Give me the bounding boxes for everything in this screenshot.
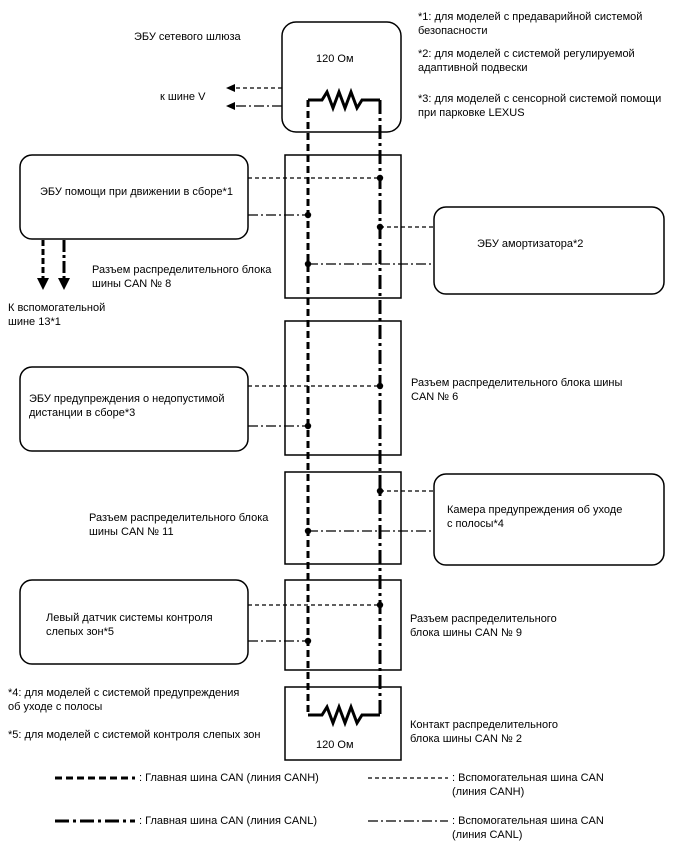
shock-absorber-ecu-box	[433, 206, 665, 295]
legend-aux-canl: : Вспомогательная шина CAN (линия CANL)	[452, 815, 604, 841]
junction-9-label: Разъем распределительного блока шины CAN…	[410, 613, 557, 639]
lane-camera-box	[433, 473, 665, 566]
driving-assist-ecu-box	[19, 154, 249, 240]
legend-main-canl: : Главная шина CAN (линия CANL)	[139, 815, 317, 827]
note-4: *4: для моделей с системой предупреждени…	[8, 687, 240, 713]
junction-6-label: Разъем распределительного блока шины CAN…	[411, 377, 623, 403]
junction-2-label: Контакт распределительного блока шины CA…	[410, 719, 558, 745]
legend-main-canh: : Главная шина CAN (линия CANH)	[139, 772, 319, 784]
junction-box-11	[284, 471, 402, 565]
resistor-bottom-label: 120 Ом	[316, 739, 354, 751]
blind-spot-sensor-label: Левый датчик системы контроля слепых зон…	[46, 612, 213, 638]
bus-v-arrows	[234, 87, 282, 107]
driving-assist-ecu-label: ЭБУ помощи при движении в сборе*1	[40, 186, 233, 198]
note-1: *1: для моделей с предаварийной системой…	[418, 11, 643, 37]
lane-camera-label: Камера предупреждения об уходе с полосы*…	[447, 504, 623, 530]
clearance-ecu-label: ЭБУ предупреждения о недопустимой дистан…	[29, 393, 225, 419]
blind-spot-sensor-box	[19, 579, 249, 665]
shock-ecu-label: ЭБУ амортизатора*2	[477, 238, 584, 250]
junction-8-label: Разъем распределительного блока шины CAN…	[92, 264, 272, 290]
junction-box-2	[284, 686, 402, 761]
note-2: *2: для моделей с системой регулируемой …	[418, 48, 635, 74]
junction-box-9	[284, 579, 402, 671]
gateway-ecu-box	[281, 21, 402, 133]
note-5: *5: для моделей с системой контроля слеп…	[8, 729, 261, 741]
resistor-top-label: 120 Ом	[316, 53, 354, 65]
gateway-ecu-label: ЭБУ сетевого шлюза	[134, 31, 241, 43]
to-aux-bus-label: К вспомогательной шине 13*1	[8, 302, 106, 328]
junction-dots	[304, 174, 384, 645]
note-3: *3: для моделей с сенсорной системой пом…	[418, 93, 662, 119]
resistor-bottom	[308, 702, 380, 728]
junction-box-6	[284, 320, 402, 456]
legend-aux-canh: : Вспомогательная шина CAN (линия CANH)	[452, 772, 604, 798]
resistor-top	[308, 87, 380, 113]
to-bus-v-label: к шине V	[160, 91, 206, 103]
clearance-warning-ecu-box	[19, 366, 249, 452]
junction-11-label: Разъем распределительного блока шины CAN…	[89, 512, 269, 538]
